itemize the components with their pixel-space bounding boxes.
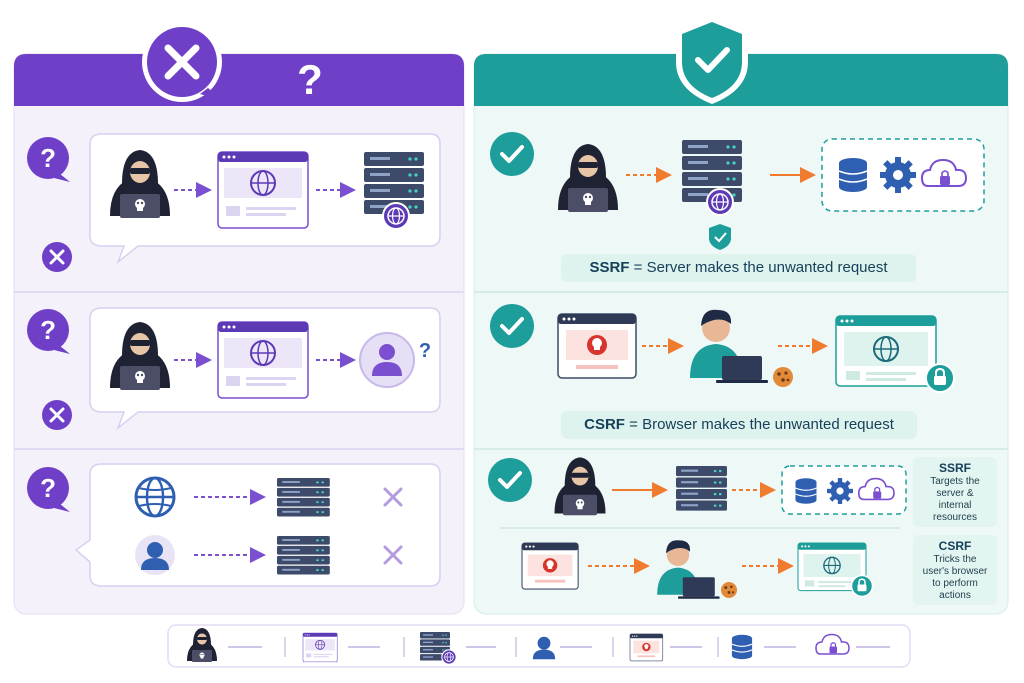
- globe-badge-icon: [382, 202, 410, 230]
- user-avatar-icon: [135, 535, 175, 575]
- unknown-user-icon: ?: [359, 332, 431, 388]
- ssrf-note-line4: resources: [933, 512, 977, 523]
- bank-site-icon: [835, 315, 937, 387]
- browser-icon: [217, 151, 309, 229]
- csrf-key: CSRF: [584, 416, 625, 433]
- left-header-bar: [14, 54, 464, 106]
- check-circle-icon: [486, 456, 534, 504]
- ssrf-note: SSRF Targets the server & internal resou…: [913, 457, 997, 527]
- lock-icon: [925, 363, 955, 393]
- check-circle-icon: [488, 130, 536, 178]
- internal-resources-group: [821, 138, 985, 212]
- globe-badge-icon: [706, 188, 734, 216]
- header-question-mark: ?: [297, 56, 323, 103]
- cookie-icon: [773, 367, 793, 387]
- ssrf-definition-label: SSRF = Server makes the unwanted request: [561, 254, 916, 282]
- csrf-note-line2: user's browser: [922, 566, 988, 577]
- browser-icon: [217, 321, 309, 399]
- globe-badge-icon: [441, 649, 457, 665]
- csrf-note-line3: to perform: [932, 578, 978, 589]
- csrf-note-line4: actions: [939, 590, 971, 601]
- cookie-icon: [721, 582, 737, 598]
- malicious-site-icon: [629, 633, 664, 662]
- lock-icon: [850, 574, 874, 598]
- svg-text:?: ?: [419, 340, 431, 362]
- csrf-note: CSRF Tricks the user's browser to perfor…: [913, 535, 997, 605]
- csrf-text: = Browser makes the unwanted request: [629, 416, 894, 433]
- gear-icon: [880, 157, 916, 193]
- x-circle-icon: [40, 398, 74, 432]
- gear-icon: [827, 478, 853, 504]
- check-circle-icon: [488, 302, 536, 350]
- legend-strip: [167, 624, 911, 668]
- database-icon: [794, 477, 818, 505]
- csrf-note-line1: Tricks the: [933, 554, 977, 565]
- wrong-x-bubble-icon: [142, 22, 222, 102]
- csrf-definition-label: CSRF = Browser makes the unwanted reques…: [561, 411, 917, 439]
- speech-bubble-row3: [74, 463, 441, 587]
- x-mark-icon: [383, 487, 403, 507]
- ssrf-note-title: SSRF: [938, 461, 971, 475]
- browser-icon: [302, 632, 338, 663]
- csrf-note-title: CSRF: [938, 539, 972, 553]
- shield-check-icon: [676, 16, 748, 104]
- malicious-site-icon: [521, 542, 579, 590]
- database-icon: [838, 157, 868, 193]
- small-shield-icon: [709, 224, 731, 250]
- x-circle-icon: [40, 240, 74, 274]
- x-mark-icon: [383, 545, 403, 565]
- ssrf-note-line3: internal: [938, 500, 972, 511]
- ssrf-note-line1: Targets the: [930, 476, 980, 487]
- database-icon: [731, 634, 753, 660]
- ssrf-text: = Server makes the unwanted request: [633, 259, 888, 276]
- internal-resources-group: [781, 465, 907, 515]
- ssrf-key: SSRF: [589, 259, 630, 276]
- malicious-site-icon: [557, 313, 637, 379]
- ssrf-note-line2: server &: [936, 488, 974, 499]
